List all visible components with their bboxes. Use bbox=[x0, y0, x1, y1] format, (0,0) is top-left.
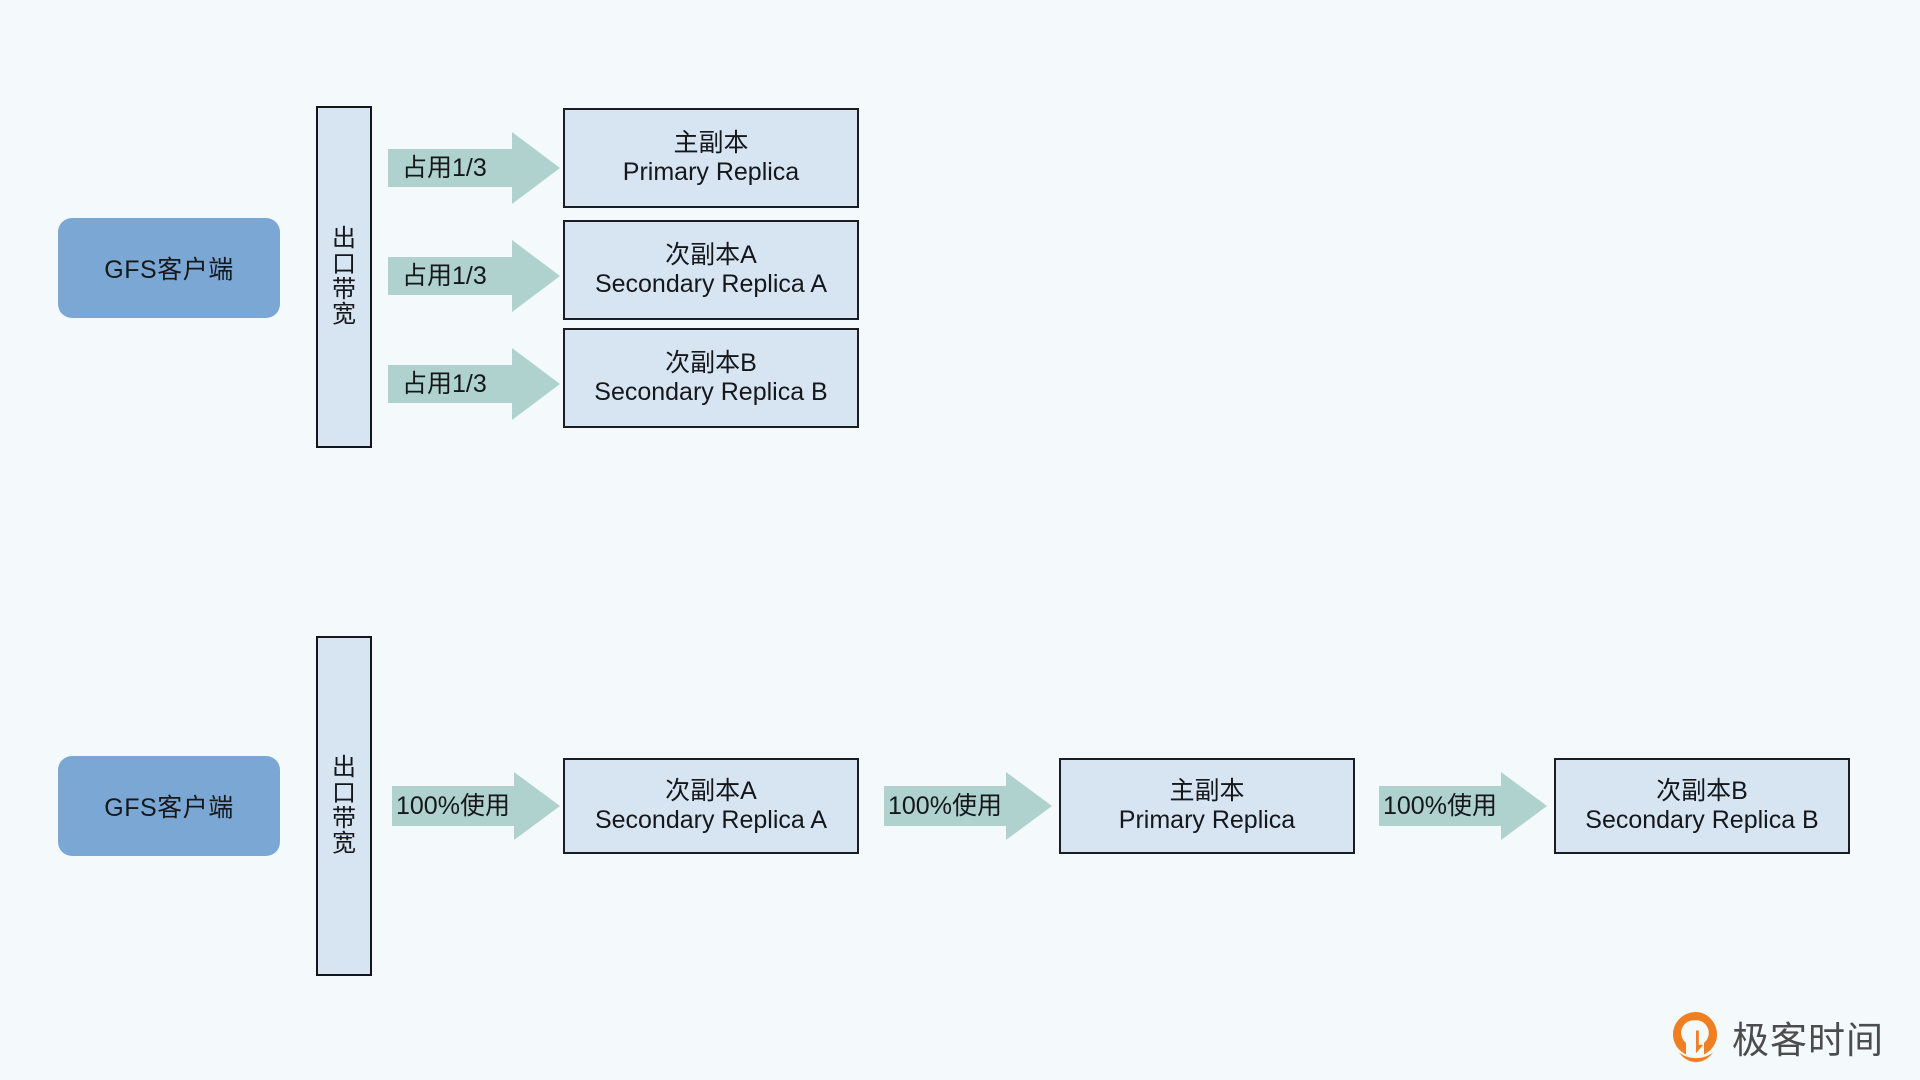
top-gfs-client-box[interactable]: GFS客户端 bbox=[58, 218, 280, 318]
arrow-head-icon bbox=[512, 132, 560, 204]
bottom-chain-node-secondary-a[interactable]: 次副本A Secondary Replica A bbox=[563, 758, 859, 854]
top-replica-box-primary[interactable]: 主副本 Primary Replica bbox=[563, 108, 859, 208]
bottom-chain-arrow-3-label: 100%使用 bbox=[1383, 791, 1497, 820]
bottom-chain-node-secondary-b[interactable]: 次副本B Secondary Replica B bbox=[1554, 758, 1850, 854]
top-flow-arrow-2[interactable]: 占用1/3 bbox=[388, 240, 560, 312]
replica-label-cn: 次副本A bbox=[665, 240, 757, 269]
top-egress-bandwidth-label: 出口带宽 bbox=[331, 225, 356, 329]
bottom-chain-arrow-3[interactable]: 100%使用 bbox=[1379, 770, 1551, 842]
bottom-chain-arrow-2-label: 100%使用 bbox=[888, 791, 1002, 820]
arrow-head-icon bbox=[1006, 772, 1052, 840]
brand-logo: 极客时间 bbox=[1672, 1010, 1884, 1064]
replica-label-en: Secondary Replica A bbox=[594, 270, 828, 298]
bottom-gfs-client-label: GFS客户端 bbox=[104, 794, 234, 822]
top-egress-bandwidth-bar[interactable]: 出口带宽 bbox=[316, 106, 372, 448]
arrow-head-icon bbox=[512, 348, 560, 420]
bottom-chain-arrow-1[interactable]: 100%使用 bbox=[392, 770, 564, 842]
bottom-chain-arrow-1-label: 100%使用 bbox=[396, 791, 510, 820]
bottom-gfs-client-box[interactable]: GFS客户端 bbox=[58, 756, 280, 856]
geektime-logo-mark bbox=[1672, 1011, 1720, 1063]
replica-label-cn: 主副本 bbox=[1169, 776, 1245, 805]
replica-label-en: Secondary Replica B bbox=[594, 378, 828, 406]
top-flow-arrow-2-label: 占用1/3 bbox=[402, 261, 487, 290]
arrow-shaft bbox=[392, 786, 522, 826]
arrow-shaft bbox=[1379, 786, 1509, 826]
replica-label-en: Primary Replica bbox=[622, 158, 800, 186]
arrow-shaft bbox=[388, 149, 520, 187]
bottom-egress-bandwidth-label: 出口带宽 bbox=[331, 754, 356, 858]
arrow-shaft bbox=[388, 257, 520, 295]
arrow-head-icon bbox=[514, 772, 560, 840]
replica-label-cn: 次副本B bbox=[1656, 776, 1748, 805]
replica-label-cn: 次副本A bbox=[665, 776, 757, 805]
arrow-head-icon bbox=[512, 240, 560, 312]
top-flow-arrow-1[interactable]: 占用1/3 bbox=[388, 132, 560, 204]
brand-logo-text: 极客时间 bbox=[1732, 1020, 1884, 1061]
top-gfs-client-label: GFS客户端 bbox=[104, 256, 234, 284]
arrow-shaft bbox=[388, 365, 520, 403]
top-flow-arrow-3[interactable]: 占用1/3 bbox=[388, 348, 560, 420]
top-replica-box-secondary-a[interactable]: 次副本A Secondary Replica A bbox=[563, 220, 859, 320]
arrow-shaft bbox=[884, 786, 1014, 826]
replica-label-cn: 次副本B bbox=[665, 348, 757, 377]
top-flow-arrow-3-label: 占用1/3 bbox=[402, 369, 487, 398]
replica-label-en: Primary Replica bbox=[1118, 806, 1296, 834]
replica-label-cn: 主副本 bbox=[673, 128, 749, 157]
top-flow-arrow-1-label: 占用1/3 bbox=[402, 153, 487, 182]
arrow-head-icon bbox=[1501, 772, 1547, 840]
bottom-chain-arrow-2[interactable]: 100%使用 bbox=[884, 770, 1056, 842]
top-replica-box-secondary-b[interactable]: 次副本B Secondary Replica B bbox=[563, 328, 859, 428]
bottom-chain-node-primary[interactable]: 主副本 Primary Replica bbox=[1059, 758, 1355, 854]
replica-label-en: Secondary Replica A bbox=[594, 806, 828, 834]
bottom-egress-bandwidth-bar[interactable]: 出口带宽 bbox=[316, 636, 372, 976]
replica-label-en: Secondary Replica B bbox=[1585, 806, 1819, 834]
